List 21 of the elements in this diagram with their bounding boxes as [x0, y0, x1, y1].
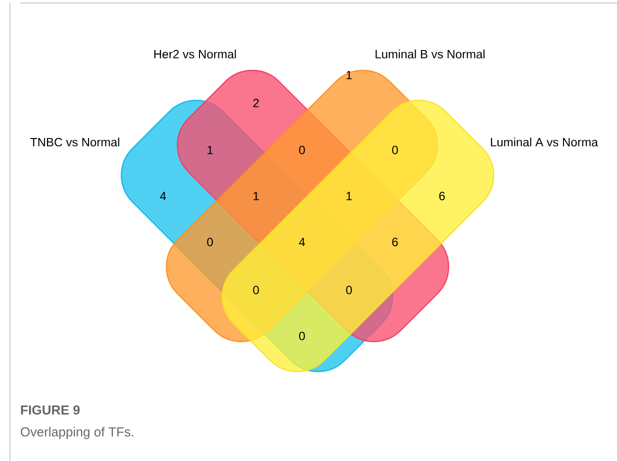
- region-count: 1: [254, 192, 259, 200]
- region-count: 6: [392, 238, 398, 246]
- caption: Overlapping of TFs.: [20, 426, 134, 440]
- figure-number: FIGURE 9: [21, 405, 80, 415]
- region-count: 1: [346, 70, 352, 80]
- region-count: 2: [253, 98, 259, 108]
- region-count: 4: [160, 192, 166, 200]
- region-count: 1: [346, 192, 352, 200]
- region-count: 1: [208, 146, 213, 154]
- region-count: 6: [439, 192, 445, 200]
- region-count: 0: [299, 332, 305, 340]
- set-label: TNBC vs Normal: [30, 138, 120, 146]
- region-count: 0: [253, 286, 259, 294]
- region-count: 4: [298, 238, 305, 246]
- region-count: 0: [207, 238, 213, 246]
- set-label: Luminal A vs Norma: [490, 138, 598, 146]
- region-count: 0: [299, 146, 305, 154]
- region-count: 0: [346, 286, 352, 294]
- region-count: 0: [392, 146, 398, 154]
- set-label: Her2 vs Normal: [154, 50, 236, 58]
- set-label: Luminal B vs Normal: [376, 50, 485, 58]
